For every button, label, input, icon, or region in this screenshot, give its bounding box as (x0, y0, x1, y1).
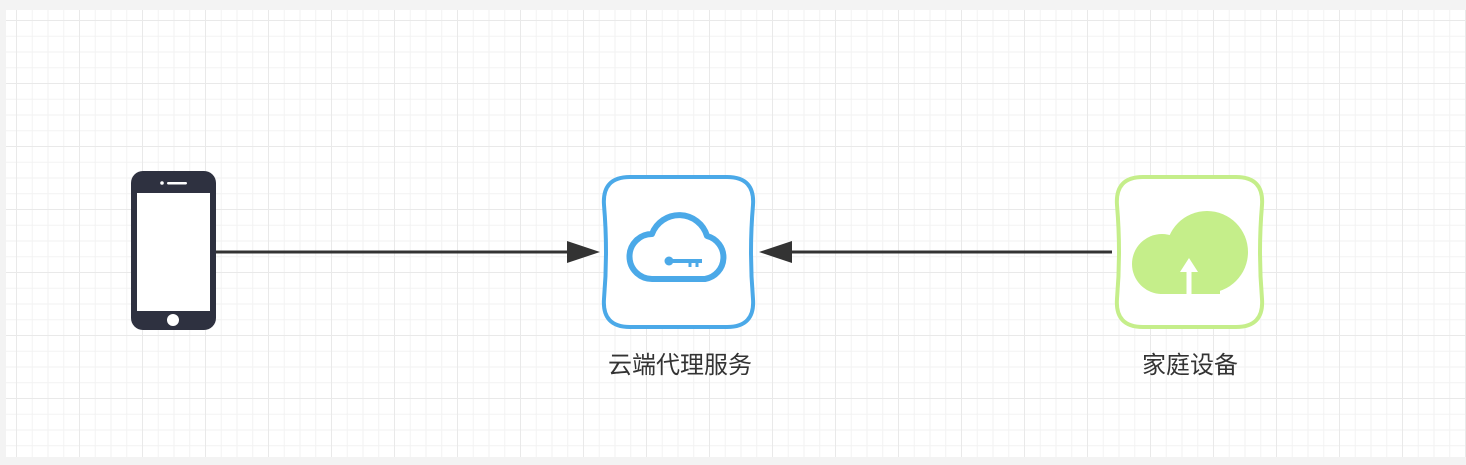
edge-phone-to-cloud[interactable] (215, 241, 600, 263)
edge-home-to-cloud[interactable] (759, 241, 1112, 263)
cloud-service-label: 云端代理服务 (608, 351, 752, 379)
home-device-label: 家庭设备 (1142, 351, 1238, 379)
cloud-service-frame (601, 175, 756, 329)
home-device-node[interactable] (1114, 175, 1265, 329)
cloud-key-icon (626, 212, 727, 282)
phone-node[interactable] (131, 171, 216, 330)
smartphone-icon (131, 171, 216, 330)
cloud-upload-icon (1132, 211, 1248, 299)
cloud-service-node[interactable] (601, 175, 756, 329)
